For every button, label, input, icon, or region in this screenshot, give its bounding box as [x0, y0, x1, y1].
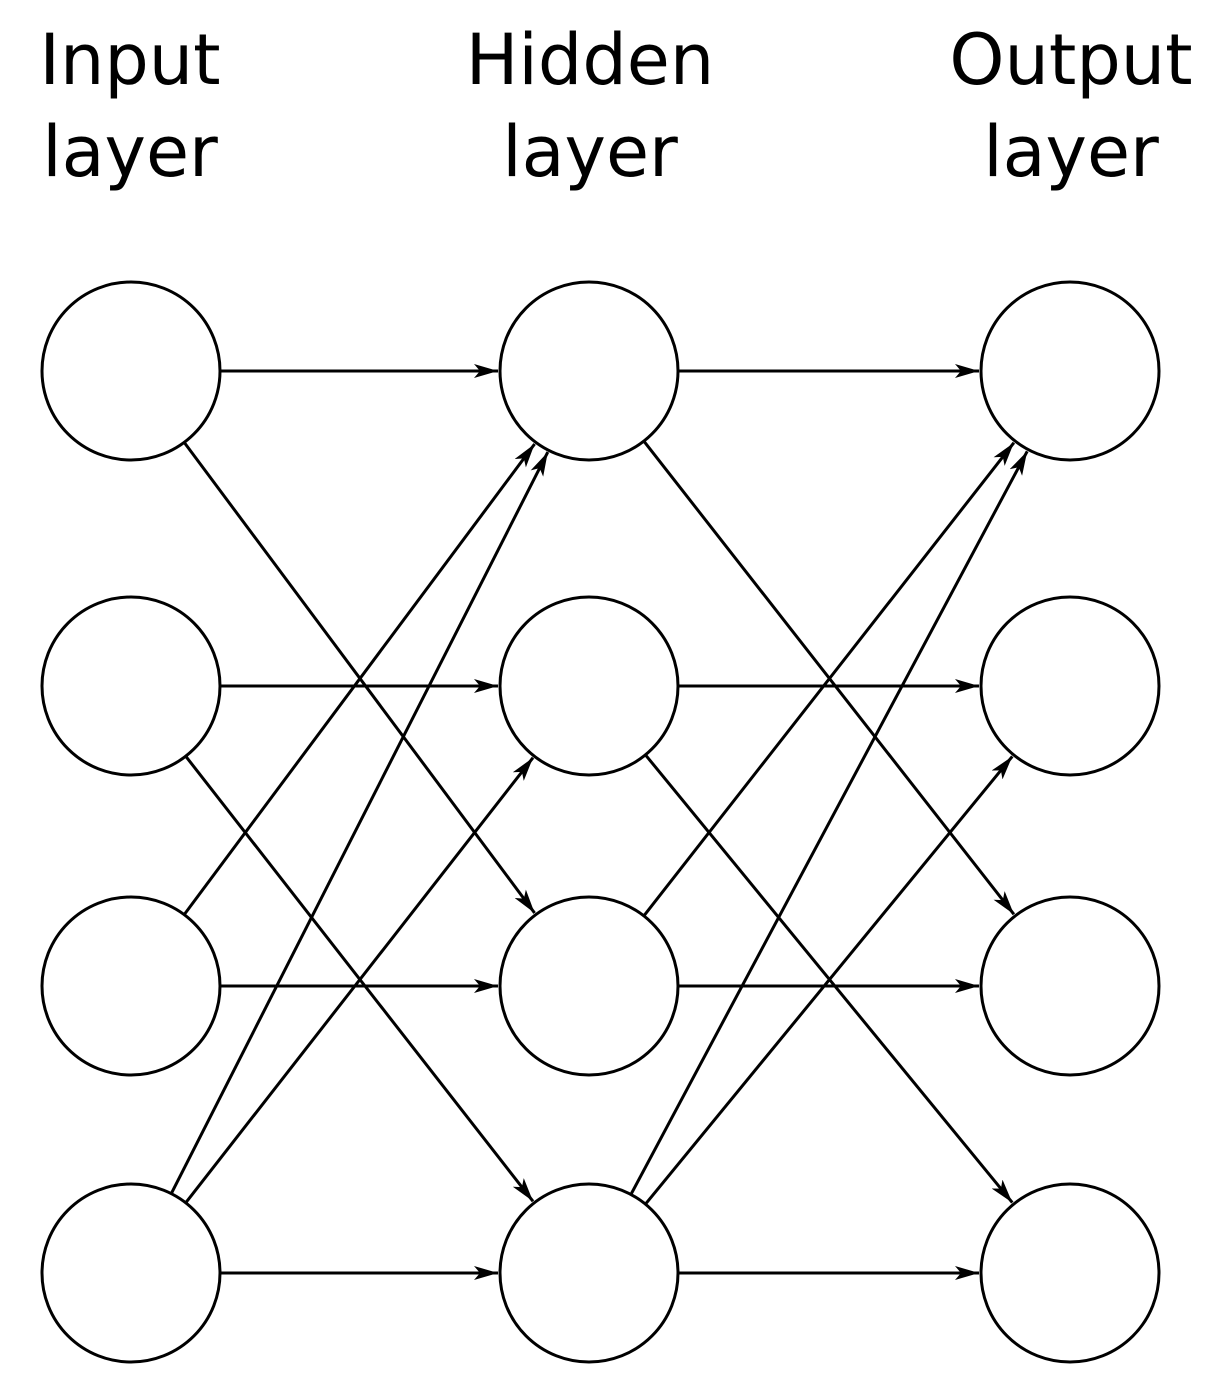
- hidden-neuron-4: [498, 1182, 680, 1364]
- output-neuron-1: [979, 280, 1161, 462]
- hidden-neuron-3: [498, 895, 680, 1077]
- output-neuron-2: [979, 595, 1161, 777]
- output-layer-title-line2: layer: [983, 111, 1159, 193]
- input-layer-title-line1: Input: [39, 19, 221, 101]
- connections-group: [169, 364, 1029, 1280]
- connection-hidden3-output0: [629, 450, 1029, 1196]
- connection-input3-hidden0: [169, 451, 550, 1195]
- hidden-layer-title-line1: Hidden: [465, 19, 715, 101]
- output-layer-title-line1: Output: [949, 19, 1193, 101]
- connection-input3-hidden1: [184, 756, 535, 1204]
- output-neuron-3: [979, 895, 1161, 1077]
- input-layer-title-line2: layer: [42, 111, 218, 193]
- connection-input2-hidden0: [182, 443, 536, 916]
- connection-hidden2-output0: [642, 441, 1016, 917]
- hidden-layer-title-line2: layer: [502, 111, 678, 193]
- neurons-group: [40, 280, 1161, 1364]
- hidden-neuron-1: [498, 280, 680, 462]
- input-neuron-2: [40, 595, 222, 777]
- hidden-layer-title: Hidden layer: [440, 14, 740, 198]
- input-layer-title: Input layer: [0, 14, 280, 198]
- input-neuron-4: [40, 1182, 222, 1364]
- hidden-neuron-2: [498, 595, 680, 777]
- input-neuron-3: [40, 895, 222, 1077]
- input-neuron-1: [40, 280, 222, 462]
- output-layer-title: Output layer: [921, 14, 1219, 198]
- connection-hidden3-output1: [644, 755, 1014, 1206]
- output-neuron-4: [979, 1182, 1161, 1364]
